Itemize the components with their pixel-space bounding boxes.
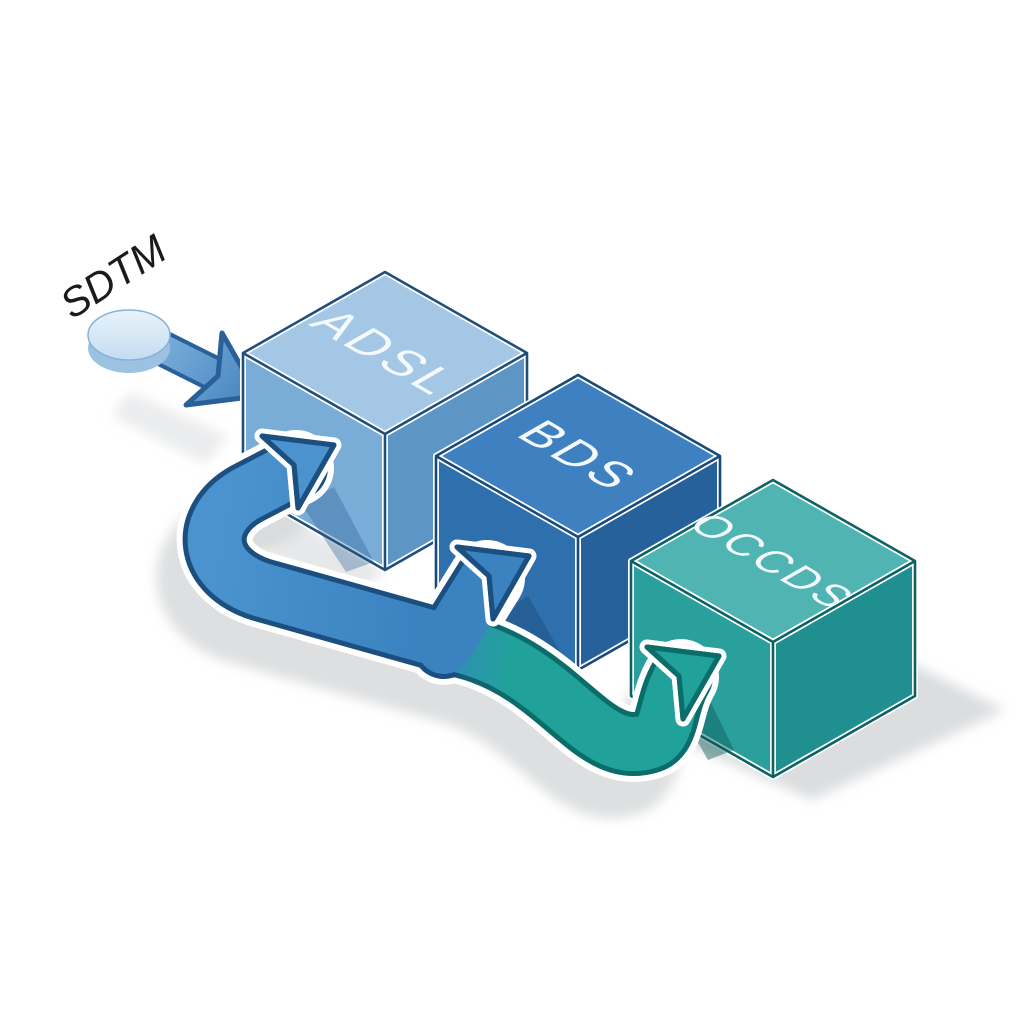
ribbon-body xyxy=(187,441,708,771)
ribbon-branch-body xyxy=(417,551,514,674)
cube-adsl-edges xyxy=(241,270,529,572)
source-disc xyxy=(87,309,171,373)
cube-bds: BDS xyxy=(433,372,723,673)
source-arrow-shadow xyxy=(112,392,228,464)
ribbon-arrowhead-adsl-icon xyxy=(254,428,342,516)
disc-top xyxy=(87,309,171,361)
ribbon-arrowhead-bds-icon xyxy=(449,539,537,627)
cube-adsl-cast-shadow xyxy=(302,487,374,572)
cube-occds-edges xyxy=(629,478,917,779)
cube-occds: OCCDS xyxy=(628,477,918,780)
ribbon-arrow xyxy=(176,428,727,782)
ribbon-arrowhead-occds-icon xyxy=(639,639,727,727)
cube-adsl: ADSL xyxy=(240,269,530,573)
